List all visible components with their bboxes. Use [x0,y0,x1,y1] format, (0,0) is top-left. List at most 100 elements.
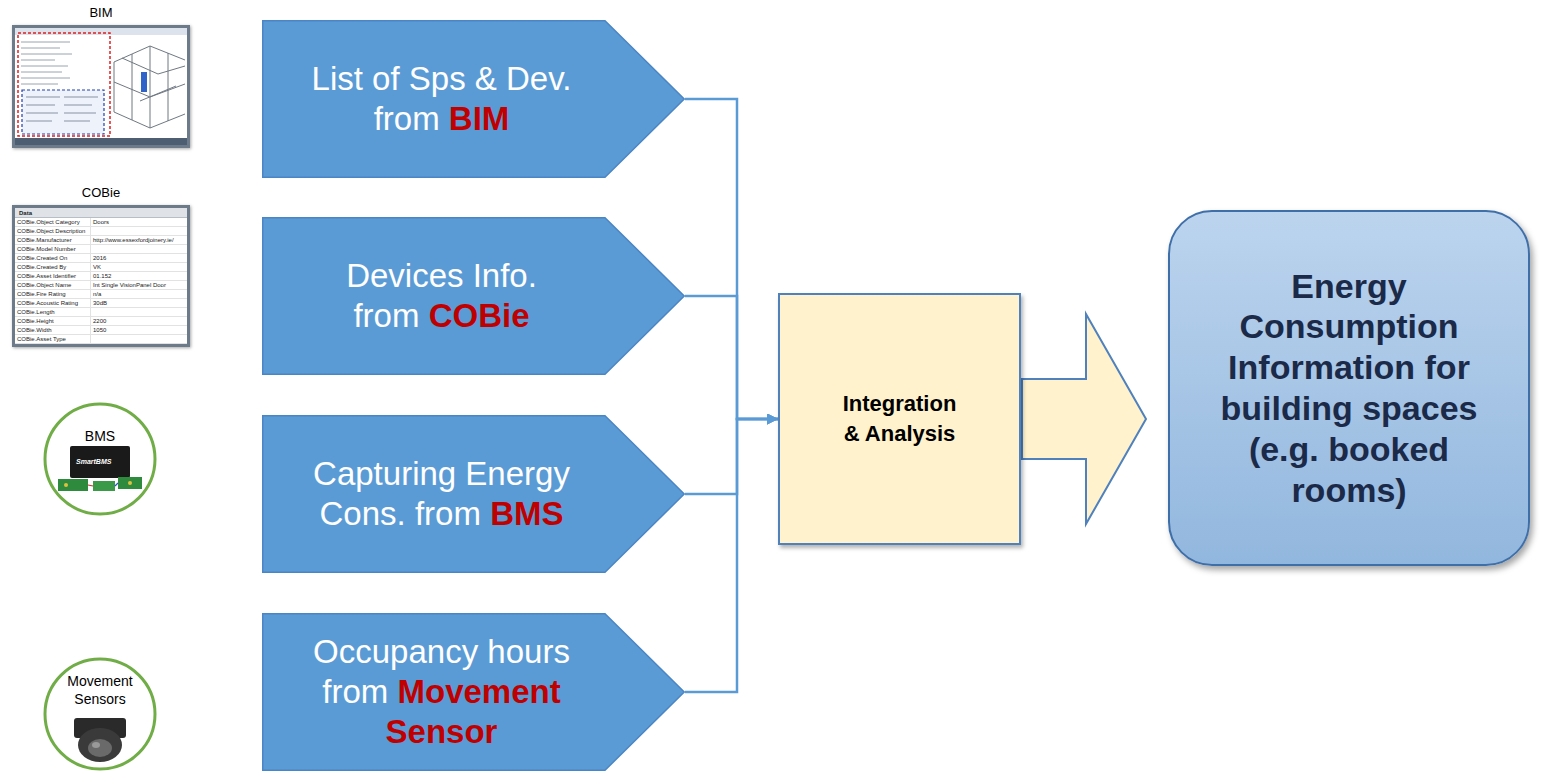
bms-device [58,446,142,491]
source-arrow: Capturing Energy Cons. fromBMS [262,415,685,573]
merge-connector [685,296,778,419]
arrow-shape [262,20,685,178]
panel-line [21,66,68,67]
arrow-label: Occupancy hours fromMovement Sensor [262,632,685,753]
table-row: COBie.Acoustic Rating30dB [15,299,187,308]
arrow-shape [262,217,685,375]
wall-line [168,53,169,121]
table-row: COBie.Object Description [15,227,187,236]
table-cell: COBie.Created By [15,263,91,271]
wire [115,483,118,486]
sensor-lens [88,739,112,757]
merge-connector [685,99,778,419]
merge-connector [685,419,778,494]
table-cell: 01.152 [91,272,187,280]
panel-line [64,113,96,114]
source-arrow: List of Sps & Dev. fromBIM [262,20,685,178]
table-cell: COBie.Object Category [15,218,91,226]
table-row: COBie.Object CategoryDoors [15,218,187,227]
table-row: COBie.Fire Ratingn/a [15,290,187,299]
wall-line [150,97,151,128]
table-row: COBie.Asset Type [15,335,187,344]
wall-line [132,54,133,120]
wire [88,485,93,486]
table-row: COBie.Object NameInt Single VisionPanel … [15,281,187,290]
table-cell: 2200 [91,317,187,325]
arrow-shape [263,416,685,573]
arrow-label: Capturing Energy Cons. fromBMS [262,454,685,535]
panel-line [21,48,60,49]
table-cell: n/a [91,290,187,298]
table-cell: COBie.Model Number [15,245,91,253]
circle-label: Movement Sensors [58,657,142,708]
panel-line [26,97,60,98]
table-cell: 1050 [91,326,187,334]
lens-shine [92,742,100,748]
connectors [685,99,1146,692]
table-cell: COBie.Asset Type [15,335,91,343]
panel-line [64,97,98,98]
wall-line [122,58,185,74]
component [128,481,132,485]
table-cell: 2016 [91,254,187,262]
circle-outline [45,659,155,769]
sensor-dome [78,728,122,762]
panel-line [21,72,62,73]
cobie-table-frame: COBieDataCOBie.Object CategoryDoorsCOBie… [12,205,190,347]
panel-line [64,105,92,106]
selection-lines [26,97,98,121]
panel-line [21,42,70,43]
block-arrow [1022,314,1146,524]
panel-line [26,113,58,114]
table-cell: Data [17,208,187,218]
node-text: Integration & Analysis [843,391,957,446]
table-row: COBie.Length [15,308,187,317]
integration-box: Integration & Analysis [778,293,1021,545]
red-selection [18,33,110,136]
circuit-board [93,481,115,491]
panel-line [26,121,52,122]
toolbar [15,28,187,35]
sensor-circle: Movement Sensors [43,657,157,771]
blue-selection [22,90,104,134]
frame-heading: COBie [15,185,187,200]
arrow-shape [263,218,685,375]
table-cell: COBie.Object Description [15,227,91,235]
box-label: Integration & Analysis [843,389,957,450]
property-panel-lines [21,42,72,84]
table-cell: Int Single VisionPanel Door [91,281,187,289]
table-cell: COBie.Acoustic Rating [15,299,91,307]
table-row: COBie.Created On2016 [15,254,187,263]
device-label: SmartBMS [76,458,111,465]
table-cell: Doors [91,218,187,226]
merge-connector [685,419,778,692]
bms-case [70,446,130,478]
table-cell: COBie.Created On [15,254,91,262]
circle-label: BMS [55,402,145,446]
table-header: Data [15,208,187,218]
panel-line [64,121,90,122]
source-arrow: Occupancy hours fromMovement Sensor [262,613,685,771]
circuit-board [118,477,142,489]
table-row: COBie.Asset Identifier01.152 [15,272,187,281]
table-cell: COBie.Width [15,326,91,334]
table-cell: VK [91,263,187,271]
table-row: COBie.Height2200 [15,317,187,326]
node-text: List of Sps & Dev. from [312,60,572,137]
table-cell: COBie.Length [15,308,91,316]
source-name: COBie [429,297,530,334]
cobie-table: DataCOBie.Object CategoryDoorsCOBie.Obje… [15,208,187,344]
panel-line [21,84,58,85]
table-row: COBie.Model Number [15,245,187,254]
node-text: Energy Consumption Information for build… [1221,267,1478,509]
source-name: BIM [449,100,510,137]
panel-line [21,78,70,79]
table-cell: COBie.Object Name [15,281,91,289]
source-name: Movement Sensor [386,673,561,750]
panel-line [26,105,55,106]
source-name: BMS [490,495,563,532]
table-row: COBie.Manufacturerhttp://www.essexfordjo… [15,236,187,245]
movement-sensor [74,718,126,762]
table-cell: COBie.Height [15,317,91,325]
